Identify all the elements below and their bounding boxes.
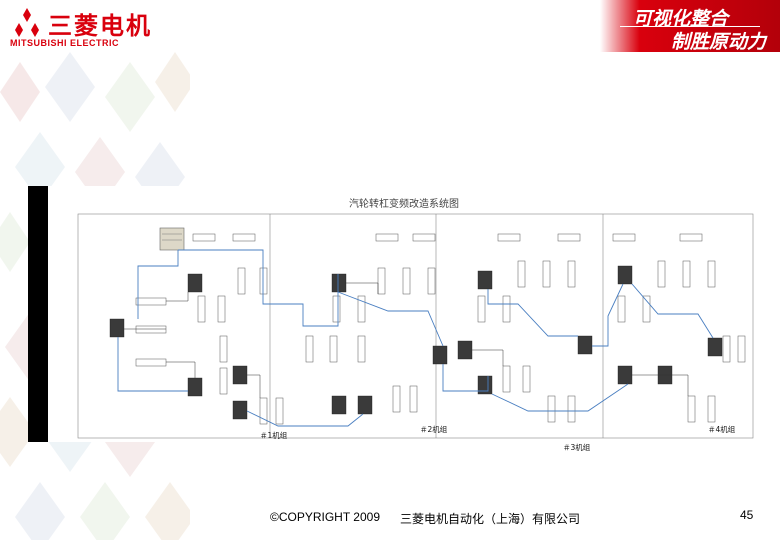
page-number: 45 xyxy=(740,508,754,522)
unit-4-label: ＃4机组 xyxy=(708,425,736,434)
diagram-title: 汽轮转杠变频改造系统图 xyxy=(349,199,459,210)
system-diagram: 汽轮转杠变频改造系统图 xyxy=(48,186,760,452)
footer-company: 三菱电机自动化（上海）有限公司 xyxy=(400,512,581,526)
logo-chinese-name: 三菱电机 xyxy=(48,12,152,40)
slogan-line-1: 可视化整合 xyxy=(632,8,728,30)
image-left-edge-bar xyxy=(28,186,48,442)
logo-english-name: MITSUBISHI ELECTRIC xyxy=(10,38,120,48)
unit-1-label: ＃1机组 xyxy=(260,431,288,440)
unit-3-label: ＃3机组 xyxy=(563,443,591,452)
unit-2-label: ＃2机组 xyxy=(420,425,448,434)
slogan-divider xyxy=(620,26,760,27)
diagram-drawing xyxy=(77,213,754,439)
mitsubishi-diamond-logo-icon xyxy=(15,8,39,37)
footer-copyright: ©COPYRIGHT 2009 xyxy=(270,510,380,524)
slogan-line-2: 制胜原动力 xyxy=(670,31,766,53)
